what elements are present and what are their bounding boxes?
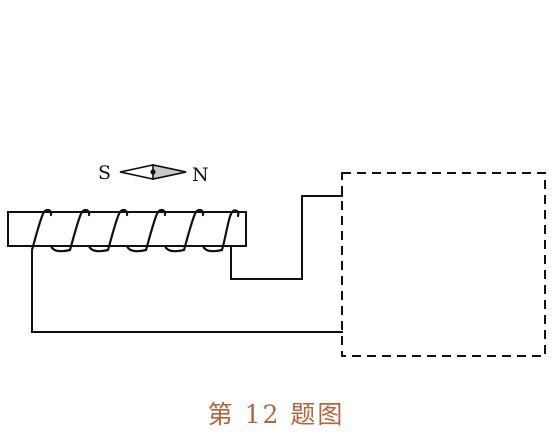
compass-needle-n-half [152, 164, 187, 180]
compass-label-n: N [192, 164, 209, 186]
coil-turn-3 [106, 208, 129, 252]
coil-link-2 [87, 244, 110, 253]
wire-right-lead [230, 195, 343, 280]
coil-link-1 [49, 244, 72, 253]
wire-left-lead [31, 249, 343, 333]
coil-turn-5 [182, 208, 205, 252]
compass-label-s: S [98, 162, 111, 184]
compass-pivot [150, 169, 156, 175]
dashed-component-box [341, 172, 546, 357]
coil-link-4 [163, 244, 186, 253]
figure-caption: 第 12 题图 [208, 400, 345, 429]
iron-core [7, 211, 247, 247]
coil-turn-4 [144, 208, 167, 252]
coil-turn-1 [30, 208, 53, 252]
coil-link-3 [125, 244, 148, 253]
coil-link-5 [201, 244, 224, 253]
solenoid-coil [30, 208, 240, 253]
coil-turn-2 [68, 208, 91, 252]
compass-needle: S N [98, 162, 209, 186]
coil-turn-6 [220, 209, 240, 252]
